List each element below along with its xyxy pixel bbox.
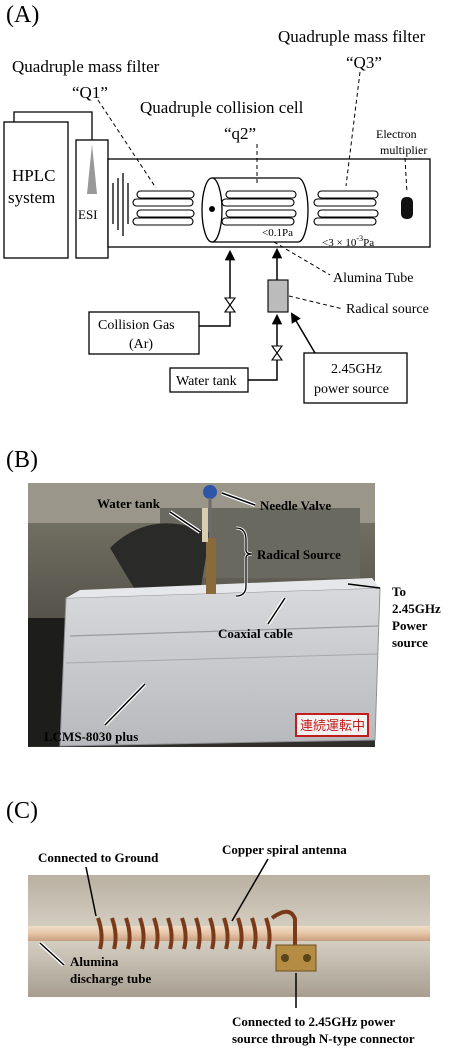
- ion-lenses: [112, 173, 129, 236]
- cell-pressure: <0.1Pa: [262, 227, 293, 239]
- to-power-line-2: 2.45GHz: [392, 601, 441, 616]
- connector-hole-1: [281, 954, 289, 962]
- gas-valve-icon: [223, 297, 237, 313]
- electron-multiplier: [401, 197, 413, 219]
- q3-title: Quadruple mass filter: [278, 27, 426, 46]
- panel-b-annotations: Water tank Needle Valve Radical Source T…: [44, 491, 441, 744]
- radical-source-label: Radical source: [346, 302, 429, 317]
- q2-name: “q2”: [224, 124, 256, 143]
- lcms-panel-seam-2: [65, 653, 378, 664]
- water-tank-label: Water tank: [176, 374, 237, 389]
- collision-cell: [201, 177, 309, 243]
- hplc-label-2: system: [8, 188, 55, 207]
- coaxial-cable-arrow-inner: [267, 597, 286, 625]
- panel-a-label: (A): [6, 2, 40, 28]
- hplc-connection-line: [13, 111, 93, 140]
- needle-valve-arrow-inner: [221, 492, 256, 506]
- water-tank-annotation: Water tank: [97, 496, 161, 511]
- collision-gas-label-2: (Ar): [129, 337, 153, 352]
- radical-source-block: [267, 279, 289, 313]
- panel-b-photo: 連続運転中 Water tank Needle Valve Radical So…: [28, 483, 441, 747]
- panel-c-label: (C): [6, 798, 38, 824]
- ground-arrow: [85, 866, 97, 917]
- water-tank-box: [169, 367, 249, 393]
- hplc-box: [3, 121, 69, 259]
- alumina-annotation-1: Alumina: [70, 954, 119, 969]
- panel-a-diagram: Quadruple mass filter “Q1” Quadruple mas…: [3, 27, 431, 404]
- water-tank-arrow-inner: [169, 511, 201, 533]
- lcms-top: [66, 578, 380, 598]
- radical-source-hardware: [206, 538, 216, 594]
- dark-cover: [110, 523, 210, 598]
- power-source-label-2: power source: [314, 382, 389, 397]
- panel-c-annotations: Connected to Ground Copper spiral antenn…: [38, 842, 415, 1046]
- needle-valve-annotation: Needle Valve: [260, 498, 331, 513]
- lcms-panel-seam: [69, 625, 379, 637]
- water-tank-vial: [202, 508, 208, 542]
- water-valve-icon: [270, 345, 284, 361]
- panel-c-photo: Connected to Ground Copper spiral antenn…: [28, 842, 430, 1046]
- esi-needle: [87, 144, 97, 194]
- radical-source-annotation: Radical Source: [257, 547, 341, 562]
- q1-rods: [132, 190, 195, 226]
- power-source-label-1: 2.45GHz: [331, 362, 382, 377]
- radical-source-bracket-inner: [235, 527, 253, 597]
- q1-name: “Q1”: [72, 83, 108, 102]
- alumina-tube-label: Alumina Tube: [333, 271, 414, 286]
- gas-feed-line: [199, 312, 231, 327]
- power-source-box: [303, 352, 408, 404]
- to-power-line-3: Power: [392, 618, 428, 633]
- leader-lines: [97, 71, 408, 310]
- electron-multiplier-label-1: Electron: [376, 127, 417, 141]
- antenna-annotation: Copper spiral antenna: [222, 842, 347, 857]
- esi-label: ESI: [78, 207, 98, 222]
- to-power-line-1: To: [392, 584, 406, 599]
- lcms-annotation: LCMS-8030 plus: [44, 729, 138, 744]
- ground-annotation: Connected to Ground: [38, 850, 159, 865]
- antenna-lead: [270, 909, 297, 948]
- q3-rods: [313, 190, 379, 226]
- chamber-pressure: <3 × 10-3Pa: [322, 234, 374, 249]
- connector-annotation-2: source through N-type connector: [232, 1031, 415, 1046]
- hplc-label-1: HPLC: [12, 166, 55, 185]
- collision-gas-label-1: Collision Gas: [98, 318, 175, 333]
- q1-title: Quadruple mass filter: [12, 57, 160, 76]
- collision-gas-box: [88, 311, 200, 355]
- connector-hole-2: [303, 954, 311, 962]
- to-power-line-4: source: [392, 635, 428, 650]
- q2-title: Quadruple collision cell: [140, 98, 304, 117]
- to-power-arrow: [347, 583, 381, 589]
- q3-name: “Q3”: [346, 53, 382, 72]
- electron-multiplier-label-2: multiplier: [380, 143, 427, 157]
- needle-valve-knob: [203, 485, 217, 499]
- power-feed-line: [290, 312, 316, 354]
- warning-sign-text: 連続運転中: [300, 718, 365, 733]
- copper-coil: [96, 917, 272, 950]
- connector-annotation-1: Connected to 2.45GHz power: [232, 1014, 395, 1029]
- warning-sign: [295, 713, 369, 737]
- alumina-annotation-2: discharge tube: [70, 971, 151, 986]
- coaxial-cable-annotation: Coaxial cable: [218, 626, 293, 641]
- antenna-arrow: [231, 858, 269, 922]
- water-feed-line: [248, 360, 278, 381]
- lcms-instrument: [59, 587, 381, 747]
- panel-b-label: (B): [6, 447, 38, 473]
- lcms-arrow-inner: [104, 683, 146, 726]
- alumina-arrow-inner: [39, 942, 65, 966]
